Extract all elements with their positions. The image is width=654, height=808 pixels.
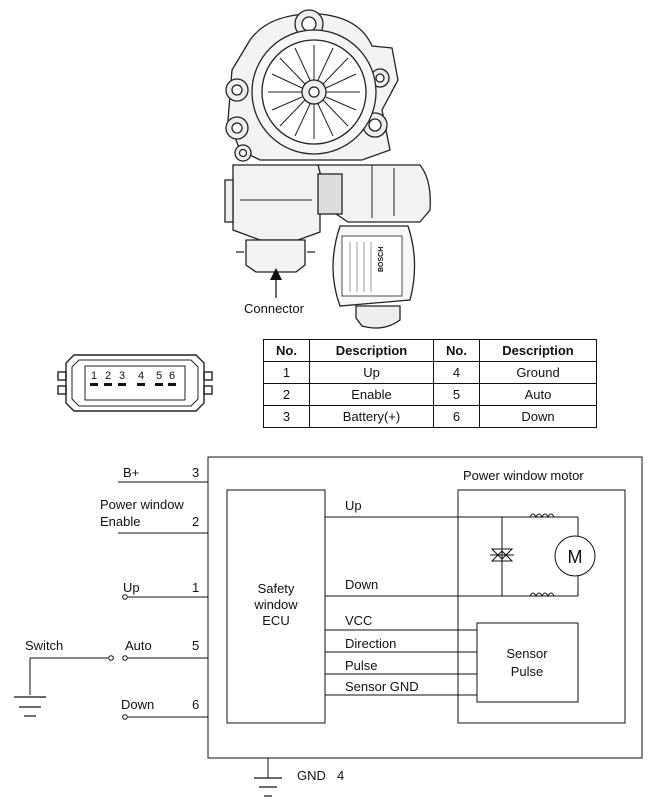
power-window-label: Power window [100,497,184,512]
auto-input-label: Auto [125,638,152,653]
pin5-label: 5 [192,638,199,653]
table-cell: Down [479,405,597,428]
connector-pin-5: 5 [156,370,162,382]
table-cell: 2 [263,383,310,406]
header-description-1: Description [309,339,434,362]
signal-sensor-gnd-label: Sensor GND [345,679,419,694]
outer-box [207,456,643,759]
ecu-line1: Safety [258,581,295,596]
signal-pulse-label: Pulse [345,658,378,673]
connector-pin-1: 1 [91,370,97,382]
table-cell: 4 [433,361,480,384]
pin2-label: 2 [192,514,199,529]
connector-pin-3: 3 [119,370,125,382]
motor-illustration [224,9,431,329]
table-cell: 1 [263,361,310,384]
table-row: 1 Up 4 Ground [263,361,597,384]
table-cell: Auto [479,383,597,406]
pin-description-table: No. Description No. Description 1 Up 4 G… [263,339,597,428]
gnd-label: GND [297,768,326,783]
table-cell: 5 [433,383,480,406]
signal-up-label: Up [345,498,362,513]
pin6-label: 6 [192,697,199,712]
header-description-2: Description [479,339,597,362]
sensor-line2: Pulse [511,664,544,679]
switch-label: Switch [25,638,63,653]
signal-vcc-label: VCC [345,613,372,628]
connector-label: Connector [244,301,305,316]
pin3-label: 3 [192,465,199,480]
table-cell: Up [309,361,434,384]
connector-pin-bars [90,383,176,386]
table-header-row: No. Description No. Description [263,339,597,362]
motor-brand-label: BOSCH [378,247,385,272]
ecu-line3: ECU [262,613,289,628]
schematic [14,456,643,797]
enable-label: Enable [100,514,140,529]
connector-pin-6: 6 [169,370,175,382]
connector-pin-2: 2 [105,370,111,382]
connector-pin-4: 4 [138,370,144,382]
sensor-line1: Sensor [506,646,548,661]
table-cell: 3 [263,405,310,428]
pin1-label: 1 [192,580,199,595]
table-cell: Ground [479,361,597,384]
motor-title: Power window motor [463,468,584,483]
up-input-label: Up [123,580,140,595]
connector-pin-numbers: 1 2 3 4 5 6 [91,370,175,382]
table-cell: Battery(+) [309,405,434,428]
table-row: 2 Enable 5 Auto [263,383,597,406]
table-cell: Enable [309,383,434,406]
header-no-2: No. [433,339,480,362]
header-no-1: No. [263,339,310,362]
sensor-box [476,622,579,703]
b-plus-label: B+ [123,465,139,480]
motor-box [457,489,626,724]
motor-symbol: M [568,547,583,567]
down-input-label: Down [121,697,154,712]
connector-face [57,354,213,412]
signal-direction-label: Direction [345,636,396,651]
connector-arrow [270,268,282,298]
table-cell: 6 [433,405,480,428]
table-row: 3 Battery(+) 6 Down [263,405,597,428]
ecu-box [226,489,326,724]
ecu-line2: window [253,597,298,612]
signal-down-label: Down [345,577,378,592]
gnd-pin-label: 4 [337,768,344,783]
